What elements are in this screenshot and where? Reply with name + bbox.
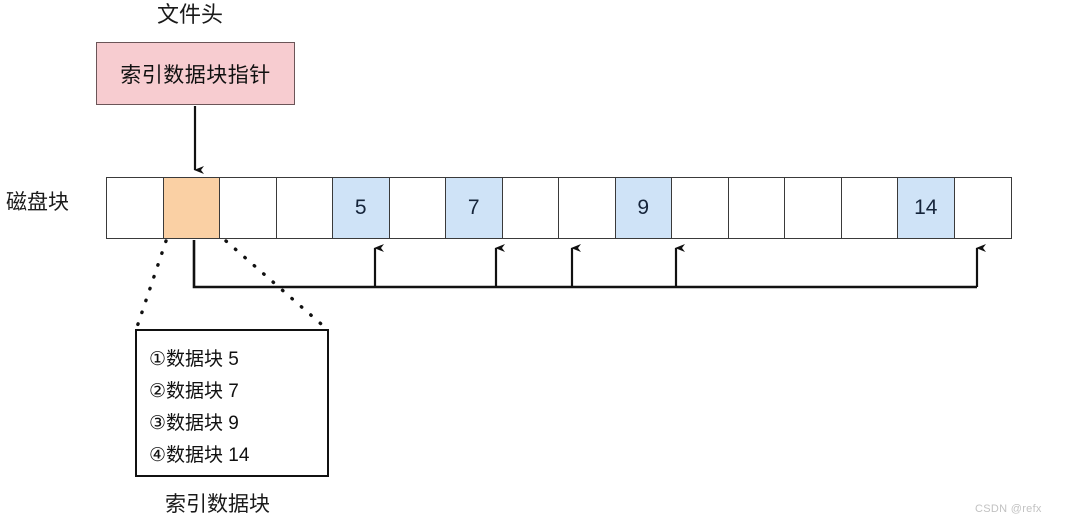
disk-cell-1 xyxy=(163,178,220,238)
disk-cell-3 xyxy=(276,178,333,238)
file-header-label: 文件头 xyxy=(157,2,224,27)
disk-cell-0 xyxy=(107,178,164,238)
disk-cell-2 xyxy=(220,178,277,238)
callout-dotted-left xyxy=(134,239,168,332)
index-data-block-caption: 索引数据块 xyxy=(165,493,270,516)
index-entry-2: ②数据块 7 xyxy=(149,381,239,402)
index-data-block-box: ①数据块 5 ②数据块 7 ③数据块 9 ④数据块 14 xyxy=(135,329,329,477)
callout-dotted-right xyxy=(224,239,330,332)
disk-cell-11 xyxy=(728,178,785,238)
disk-cell-4: 5 xyxy=(333,178,390,238)
watermark: CSDN @refx xyxy=(975,503,1042,515)
index-bus-line xyxy=(192,240,977,289)
disk-cell-10 xyxy=(672,178,729,238)
index-entry-3: ③数据块 9 xyxy=(149,413,239,434)
disk-cell-15 xyxy=(954,178,1011,238)
disk-cell-7 xyxy=(502,178,559,238)
disk-cell-12 xyxy=(785,178,842,238)
index-pointer-box-label: 索引数据块指针 xyxy=(120,63,271,87)
disk-block-label: 磁盘块 xyxy=(6,191,69,214)
disk-cell-13 xyxy=(841,178,898,238)
index-pointer-box: 索引数据块指针 xyxy=(96,42,295,105)
disk-cell-8 xyxy=(559,178,616,238)
disk-cell-14: 14 xyxy=(898,178,955,238)
disk-cell-6: 7 xyxy=(446,178,503,238)
index-entry-1: ①数据块 5 xyxy=(149,349,239,370)
disk-cell-9: 9 xyxy=(615,178,672,238)
disk-cell-5 xyxy=(389,178,446,238)
index-entry-4: ④数据块 14 xyxy=(149,445,250,466)
